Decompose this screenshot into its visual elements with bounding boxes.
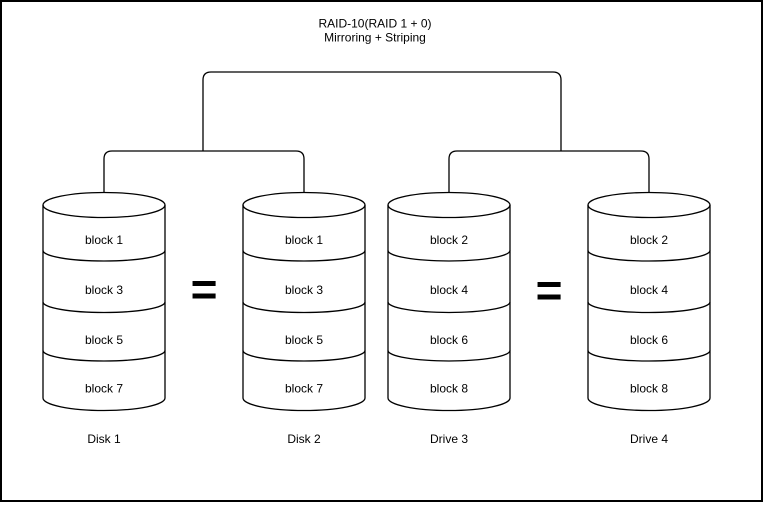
connector-right-bracket	[448, 150, 650, 193]
block-label: block 3	[285, 283, 323, 297]
block-label: block 7	[85, 382, 123, 396]
block-label: block 2	[430, 233, 468, 247]
block-divider	[587, 250, 711, 262]
disk-cylinder-1: block 1 block 3 block 5 block 7 Disk 1	[42, 191, 166, 446]
block-divider	[242, 301, 366, 314]
cylinder-top-rim	[42, 204, 166, 219]
disk-cylinder-4: block 2 block 4 block 6 block 8 Drive 4	[587, 191, 711, 446]
cylinder-top-rim	[242, 204, 366, 219]
cylinder-body	[387, 191, 511, 412]
block-divider	[242, 250, 366, 262]
block-label: block 4	[630, 283, 668, 297]
block-label: block 1	[85, 233, 123, 247]
disk-cylinder-2: block 1 block 3 block 5 block 7 Disk 2	[242, 191, 366, 446]
cylinder-top-rim	[587, 204, 711, 219]
cylinder-body	[242, 191, 366, 412]
block-divider	[42, 250, 166, 262]
cylinder-body	[42, 191, 166, 412]
block-label: block 4	[430, 283, 468, 297]
equals-sign-left: =	[191, 263, 218, 315]
block-divider	[387, 301, 511, 314]
block-label: block 5	[285, 333, 323, 347]
block-divider	[387, 250, 511, 262]
disk-label: Drive 3	[430, 432, 468, 446]
cylinder-top-rim	[387, 204, 511, 219]
block-label: block 5	[85, 333, 123, 347]
block-label: block 8	[430, 382, 468, 396]
connector-left-bracket	[103, 150, 305, 193]
block-label: block 1	[285, 233, 323, 247]
connector-tree	[103, 71, 650, 193]
disk-label: Disk 1	[87, 432, 121, 446]
block-label: block 7	[285, 382, 323, 396]
diagram-title: RAID-10(RAID 1 + 0)	[318, 17, 431, 31]
block-label: block 2	[630, 233, 668, 247]
block-divider	[242, 350, 366, 362]
block-label: block 6	[630, 333, 668, 347]
block-divider	[387, 350, 511, 362]
block-divider	[587, 350, 711, 362]
block-label: block 8	[630, 382, 668, 396]
connector-top-bracket	[202, 71, 562, 151]
diagram-subtitle: Mirroring + Striping	[324, 31, 426, 45]
equals-sign-right: =	[536, 264, 563, 316]
disk-label: Drive 4	[630, 432, 668, 446]
block-divider	[42, 301, 166, 314]
block-divider	[42, 350, 166, 362]
block-divider	[587, 301, 711, 314]
disk-cylinder-3: block 2 block 4 block 6 block 8 Drive 3	[387, 191, 511, 446]
cylinder-body	[587, 191, 711, 412]
block-label: block 3	[85, 283, 123, 297]
block-label: block 6	[430, 333, 468, 347]
disk-label: Disk 2	[287, 432, 321, 446]
